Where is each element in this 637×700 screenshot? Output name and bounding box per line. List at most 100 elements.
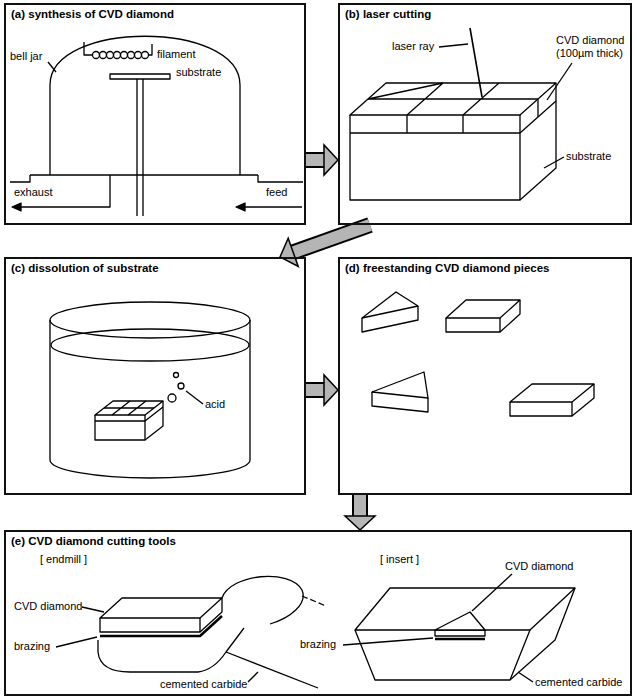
- flow-arrow-part: [293, 225, 370, 252]
- part-label: feed: [266, 186, 287, 199]
- insert-tool: [510, 588, 575, 680]
- endmill-tool: [100, 616, 222, 636]
- part-label: filament: [157, 48, 196, 61]
- leader-line: [518, 672, 533, 682]
- gas-bubbles: [168, 373, 184, 403]
- insert-tool: [355, 588, 575, 630]
- flow-arrow-part: [306, 384, 324, 396]
- panel-heading: (e) CVD diamond cutting tools: [11, 534, 625, 548]
- panel-heading: (b) laser cutting: [345, 7, 625, 21]
- bell-jar: [48, 62, 56, 72]
- diamond-piece: [510, 384, 594, 402]
- part-label: exhaust: [14, 186, 53, 199]
- substrate-holder: [110, 74, 170, 79]
- part-label: laser ray: [392, 40, 434, 53]
- feed-pipe: [236, 175, 303, 211]
- gas-bubbles: [174, 373, 179, 378]
- part-label: substrate: [176, 66, 221, 79]
- flow-arrow: [306, 375, 338, 405]
- part-label: CVD diamond: [14, 600, 82, 613]
- step-panel: (e) CVD diamond cutting tools: [4, 530, 632, 696]
- diamond-piece: [372, 372, 428, 412]
- flow-arrow-part: [306, 154, 324, 166]
- endmill-tool: [302, 596, 326, 606]
- feed-pipe: [258, 175, 303, 182]
- leader-line: [472, 574, 512, 611]
- acid-beaker: [51, 329, 249, 361]
- part-label: [ endmill ]: [40, 553, 87, 566]
- panel-heading: (c) dissolution of substrate: [11, 261, 299, 275]
- part-label: brazing: [14, 640, 50, 653]
- endmill-tool: [100, 598, 222, 618]
- flow-arrow: [306, 145, 338, 175]
- substrate-holder: [110, 74, 170, 216]
- diamond-piece: [362, 292, 418, 318]
- exhaust-pipe: [10, 175, 30, 182]
- part-label: CVD diamond: [505, 560, 573, 573]
- filament-coil: [149, 44, 153, 55]
- bell-jar: [30, 174, 258, 175]
- leader-line: [186, 391, 203, 404]
- diamond-piece: [446, 300, 520, 332]
- flow-arrow-part: [352, 495, 368, 516]
- filament-coil: [93, 52, 100, 59]
- insert-tool: [355, 588, 575, 680]
- gas-bubbles: [178, 383, 184, 389]
- panel-heading: (d) freestanding CVD diamond pieces: [345, 261, 625, 275]
- part-label: bell jar: [10, 50, 42, 63]
- flow-arrow-part: [324, 375, 338, 405]
- diamond-piece: [372, 392, 428, 412]
- endmill-tool: [98, 628, 244, 672]
- diamond-on-substrate-block: [368, 83, 538, 133]
- insert-tool: [435, 612, 485, 630]
- diamond-piece: [362, 306, 418, 332]
- diamond-piece: [500, 300, 520, 332]
- diamond-on-substrate-block: [350, 115, 520, 200]
- part-label: cemented carbide: [160, 678, 247, 691]
- flow-arrow-part: [306, 152, 324, 168]
- exhaust-pipe: [10, 175, 110, 211]
- endmill-tool: [222, 576, 303, 624]
- dissolving-block: [145, 401, 163, 440]
- diamond-on-substrate-block: [350, 83, 556, 200]
- laser-ray: [439, 28, 482, 97]
- flow-arrow-part: [280, 238, 298, 266]
- bell-jar: [30, 36, 258, 175]
- part-label: substrate: [566, 150, 611, 163]
- bell-jar: [50, 36, 240, 175]
- flow-arrow: [345, 495, 375, 530]
- leader-line: [544, 157, 564, 168]
- dissolving-block: [95, 401, 163, 440]
- part-label: [ insert ]: [380, 553, 419, 566]
- diamond-piece: [510, 402, 572, 416]
- filament-coil: [107, 52, 114, 59]
- leader-line: [547, 63, 572, 100]
- part-label: acid: [205, 398, 225, 411]
- leader-line: [82, 607, 104, 612]
- part-label: brazing: [300, 638, 336, 651]
- flow-arrow: [280, 225, 370, 266]
- flow-arrow-part: [345, 516, 375, 530]
- filament-coil: [121, 52, 128, 59]
- panel-heading: (a) synthesis of CVD diamond: [11, 7, 299, 21]
- part-label: CVD diamond (100µm thick): [556, 34, 630, 60]
- leader-line: [248, 672, 258, 682]
- filament-coil: [135, 52, 142, 59]
- substrate-holder: [137, 79, 143, 216]
- diamond-piece: [572, 384, 594, 416]
- flow-arrow-part: [306, 382, 324, 398]
- insert-tool: [435, 638, 485, 641]
- filament-coil: [128, 52, 135, 59]
- laser-ray: [439, 44, 468, 47]
- step-panel: (d) freestanding CVD diamond pieces: [338, 257, 632, 495]
- acid-beaker: [50, 302, 250, 478]
- filament-coil: [84, 42, 93, 55]
- flow-arrow-part: [354, 495, 366, 516]
- drawing: [10, 28, 594, 688]
- flow-arrow-part: [324, 145, 338, 175]
- part-label: cemented carbide: [535, 676, 622, 689]
- dissolving-block: [95, 401, 163, 415]
